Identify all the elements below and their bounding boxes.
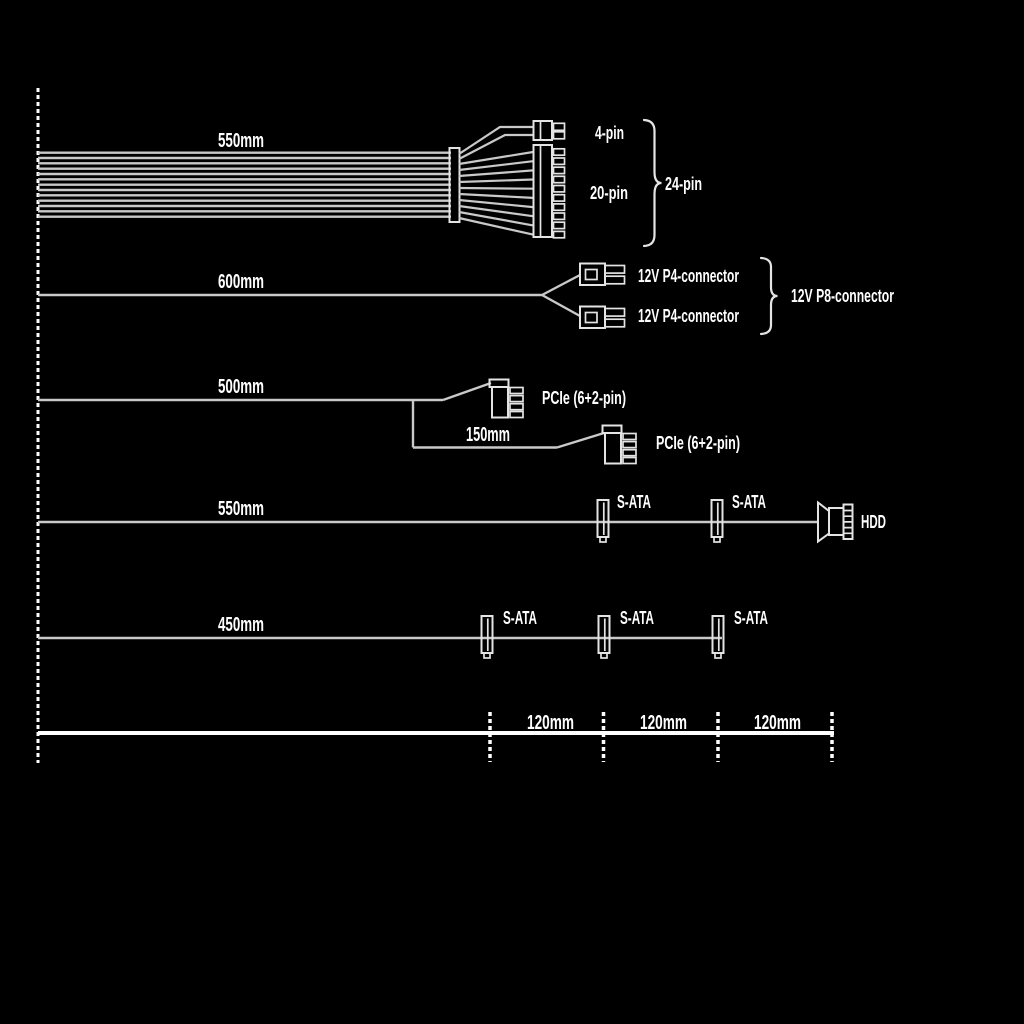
connector-label-4pin: 4-pin	[595, 123, 624, 143]
connector-label-sata: S-ATA	[734, 608, 768, 628]
pcie-connector-2	[601, 424, 637, 465]
cable-length-label: 550mm	[218, 498, 264, 520]
atx-wire-bundle	[38, 151, 451, 218]
connector-label-20pin: 20-pin	[590, 183, 628, 203]
ruler-segment-label: 120mm	[527, 712, 574, 734]
brace-label-p8: 12V P8-connector	[791, 286, 894, 306]
hdd-molex-connector	[817, 500, 854, 544]
connector-label-pcie-2: PCIe (6+2-pin)	[656, 433, 740, 453]
cable-length-label: 450mm	[218, 614, 264, 636]
brace-24pin	[642, 118, 662, 248]
cable-length-label: 600mm	[218, 271, 264, 293]
connector-label-sata: S-ATA	[617, 492, 651, 512]
cpu-wire	[38, 273, 581, 318]
ruler-segment-label: 120mm	[640, 712, 687, 734]
cable-pcie: 500mm 150mm PCIe (6+2-pin) PCIe (6+2-pin…	[38, 376, 740, 465]
atx-4pin-connector	[532, 120, 566, 141]
connector-label-p4-1: 12V P4-connector	[638, 266, 739, 286]
sata-connector	[597, 615, 611, 659]
ruler: 120mm 120mm 120mm	[38, 712, 834, 762]
cable-length-label: 550mm	[218, 130, 264, 152]
p4-connector-1	[579, 262, 626, 286]
atx-20pin-connector	[532, 144, 566, 239]
connector-label-hdd: HDD	[861, 512, 886, 532]
connector-label-sata: S-ATA	[620, 608, 654, 628]
connector-label-sata: S-ATA	[732, 492, 766, 512]
cable-sata: 450mm S-ATA S-ATA S-ATA	[38, 608, 768, 659]
brace-label-24pin: 24-pin	[665, 174, 702, 194]
sata-connector	[711, 615, 725, 659]
branch-length-label: 150mm	[466, 424, 510, 446]
brace-p8	[759, 256, 778, 336]
pcie-wire	[38, 381, 605, 449]
cable-atx-24pin: 550mm 4-pin 20-pin 24-pin	[38, 118, 702, 248]
connector-label-sata: S-ATA	[503, 608, 537, 628]
connector-label-pcie-1: PCIe (6+2-pin)	[542, 388, 626, 408]
ruler-segment-label: 120mm	[754, 712, 801, 734]
cable-length-label: 500mm	[218, 376, 264, 398]
cable-sata-hdd: 550mm S-ATA S-ATA HDD	[38, 492, 886, 544]
connector-label-p4-2: 12V P4-connector	[638, 306, 739, 326]
atx-wire-fan	[458, 125, 534, 236]
pcie-connector-1	[488, 378, 524, 419]
sata-connector	[710, 499, 724, 543]
p4-connector-2	[579, 305, 626, 329]
sata-connector	[480, 615, 494, 659]
cable-comb	[448, 147, 461, 223]
sata-connector	[596, 499, 610, 543]
cable-cpu-12v: 600mm 12V P4-connector 12V P4-connector …	[38, 256, 894, 336]
